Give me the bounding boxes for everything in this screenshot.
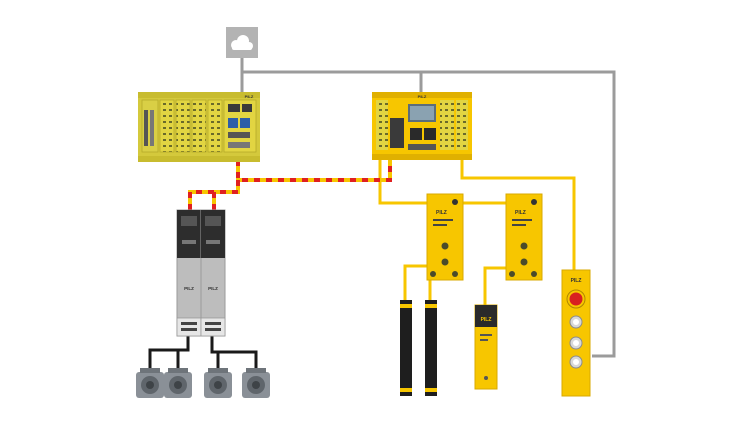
- safety-sensor: PILZ: [474, 304, 498, 390]
- station-logo: PILZ: [571, 278, 582, 284]
- modular-safety-controller: [138, 92, 260, 162]
- servo-motor: [242, 368, 270, 398]
- servo-drive: PILZ: [200, 209, 226, 337]
- estop-cable: [460, 160, 576, 270]
- sensor-logo: PILZ: [481, 317, 492, 323]
- io-logo: PILZ: [515, 210, 526, 216]
- servo-motor-icon: [204, 368, 232, 398]
- controller-link-cable: [242, 70, 423, 92]
- drive-logo: PILZ: [184, 286, 194, 291]
- yellow-signal-cables: [378, 160, 576, 305]
- top-ring-cable: [421, 70, 616, 358]
- servo-motor-icon: [164, 368, 192, 398]
- servo-motor-icon: [136, 368, 164, 398]
- controller-logo: PILZ: [245, 94, 254, 99]
- safety-bus-cable: [188, 160, 392, 210]
- io-bus-cable: [378, 160, 429, 205]
- servo-motor: [204, 368, 232, 398]
- light-curtain-icon: [400, 300, 437, 396]
- servo-motor: [136, 368, 164, 398]
- cloud-icon: [231, 35, 253, 50]
- gray-network-cables: [240, 58, 616, 358]
- servo-motor-icon: [242, 368, 270, 398]
- motor-cables: [148, 336, 258, 372]
- io-logo: PILZ: [436, 210, 447, 216]
- servo-drive: PILZ: [176, 209, 202, 337]
- emergency-stop-icon: [566, 289, 586, 309]
- control-device-station: PILZ: [561, 269, 591, 397]
- decentral-io-module: PILZ: [426, 193, 464, 281]
- light-curtain-pair: [400, 300, 437, 396]
- compact-controller-logo: PILZ: [418, 94, 427, 99]
- drive-logo: PILZ: [208, 286, 218, 291]
- compact-safety-controller: [372, 92, 472, 160]
- decentral-io-module: PILZ: [505, 193, 543, 281]
- servo-motor: [164, 368, 192, 398]
- cloud-service: [226, 27, 258, 58]
